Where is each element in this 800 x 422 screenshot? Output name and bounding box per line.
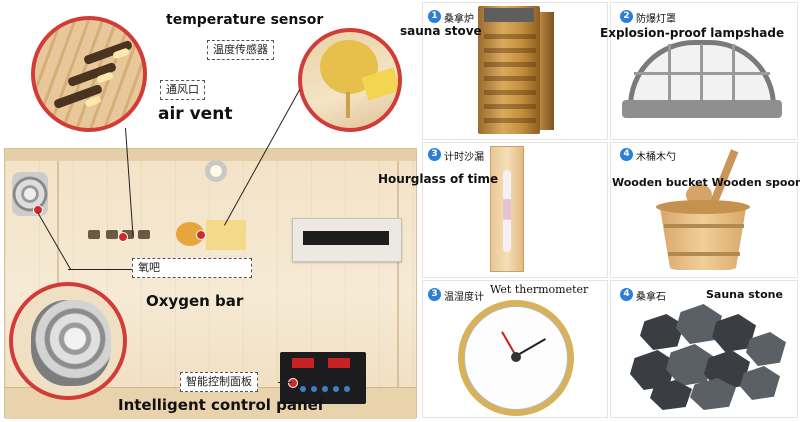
badge-number: 3 (428, 148, 441, 161)
thermometer-cn-label: 温湿度计 (444, 292, 484, 303)
panel-button-icon (300, 386, 306, 392)
stove-fin (484, 76, 536, 81)
air-vent-cn-label: 通风口 (160, 80, 205, 100)
panel-display-left (292, 358, 314, 368)
vent-slot (106, 230, 118, 239)
heater-unit (292, 218, 402, 262)
control-panel-label: Intelligent control panel (118, 396, 323, 414)
ceiling-lamp-icon (205, 160, 227, 182)
oxygen-bar-cn-label: 氧吧 (132, 258, 252, 278)
panel-button-icon (322, 386, 328, 392)
badge-number: 3 (428, 288, 441, 301)
wooden-bucket-image (660, 208, 746, 270)
stove-fin (484, 118, 536, 123)
heater-display (303, 231, 389, 245)
panel-button-icon (344, 386, 350, 392)
needle-pivot (511, 352, 521, 362)
marker-control-panel (288, 378, 298, 388)
temperature-sensor-label: temperature sensor (166, 12, 324, 28)
lampshade-grill (668, 44, 671, 100)
sauna-stove-label: sauna stove (400, 24, 482, 38)
marker-vent (118, 232, 128, 242)
sauna-room-illustration: temperature sensor 温度传感器 通风口 air vent 氧吧… (4, 12, 417, 419)
badge-number: 4 (620, 148, 633, 161)
sauna-stone-cn-label: 桑拿石 (636, 292, 666, 303)
sauna-stove-image (478, 6, 540, 134)
badge-number: 2 (620, 10, 633, 23)
panel-button-icon (333, 386, 339, 392)
leader-line (68, 269, 138, 270)
stove-fin (484, 48, 536, 53)
thermometer-label: Wet thermometer (490, 283, 589, 296)
marker-sensor (196, 230, 206, 240)
hourglass-cn-label: 计时沙漏 (444, 152, 484, 163)
sauna-stove-side (540, 12, 554, 130)
lampshade-grill (700, 44, 703, 100)
lampshade-base (622, 100, 782, 118)
sensor-stem (346, 92, 350, 118)
oxygen-fan-icon (31, 300, 111, 386)
control-panel-cn-label: 智能控制面板 (180, 372, 258, 392)
panel-button-icon (311, 386, 317, 392)
oxygen-bar-label: Oxygen bar (146, 292, 244, 310)
stove-fin (484, 90, 536, 95)
sauna-stone-label: Sauna stone (706, 288, 783, 301)
air-vent-label: air vent (158, 104, 233, 124)
lampshade-cn-label: 防爆灯罩 (636, 14, 676, 25)
sauna-stove-cn-label: 桑拿炉 (444, 14, 474, 25)
wall-corner-right (397, 161, 399, 419)
stove-fin (484, 62, 536, 67)
badge-number: 4 (620, 288, 633, 301)
bucket-band (668, 252, 740, 256)
stove-fin (484, 104, 536, 109)
sensor-note (206, 220, 246, 250)
bucket-spoon-cn-label: 木桶木勺 (636, 152, 676, 163)
vent-slot (138, 230, 150, 239)
temperature-sensor-cn-label: 温度传感器 (207, 40, 274, 60)
ceiling (5, 149, 416, 161)
hourglass-label: Hourglass of time (378, 172, 499, 186)
badge-number: 1 (428, 10, 441, 23)
leader-line (278, 382, 292, 383)
wooden-bucket-rim (656, 200, 750, 214)
temperature-sensor-zoom (298, 28, 402, 132)
oxygen-bar-zoom (9, 282, 127, 400)
panel-display-right (328, 358, 350, 368)
lampshade-grill (732, 44, 735, 100)
sauna-stove-top (484, 8, 534, 22)
air-vent-zoom (31, 16, 147, 132)
hourglass-tube (503, 170, 511, 252)
lampshade-label: Explosion-proof lampshade (600, 26, 785, 40)
vent-slot (122, 230, 134, 239)
stove-fin (484, 34, 536, 39)
vent-slot (88, 230, 100, 239)
bucket-spoon-label: Wooden bucket Wooden spoon (612, 176, 800, 189)
bucket-band (664, 224, 744, 228)
